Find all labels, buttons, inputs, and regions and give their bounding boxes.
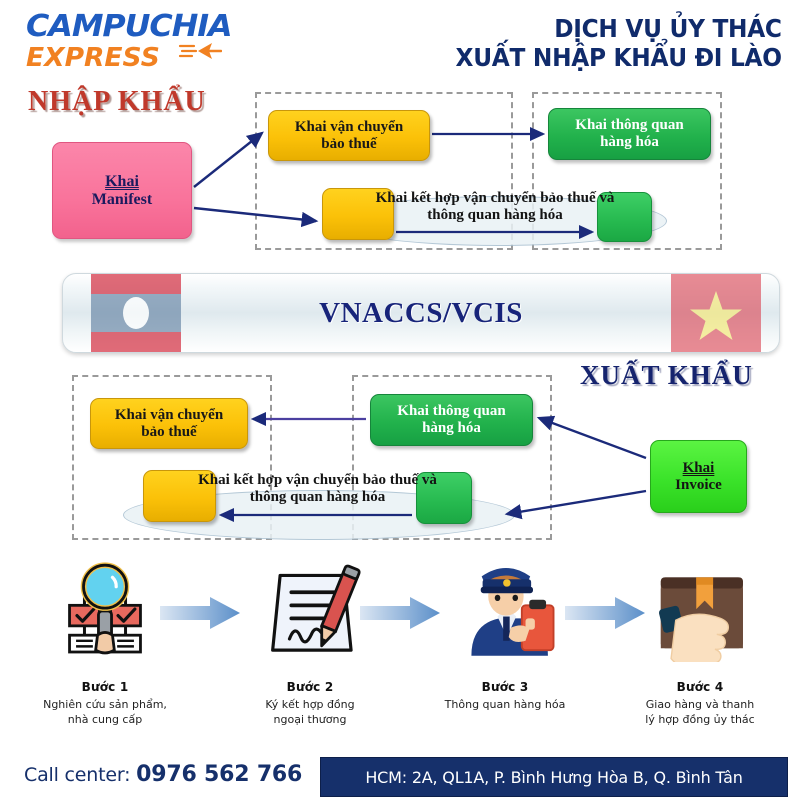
step-3-title: Bước 3 xyxy=(481,680,529,694)
node-export-customs-clearance-line1: Khai thông quan xyxy=(397,403,506,420)
node-import-transit-bonded: Khai vận chuyển bảo thuế xyxy=(268,110,430,161)
step-2: Bước 2 Ký kết hợp đồng ngoại thương xyxy=(215,556,405,728)
node-khai-invoice-line1: Khai xyxy=(682,459,715,476)
contract-signing-icon xyxy=(215,556,405,664)
export-dashed-region-left xyxy=(72,375,272,540)
step-1-desc: Nghiên cứu sản phẩm, nhà cung cấp xyxy=(10,698,200,728)
process-steps: Bước 1 Nghiên cứu sản phẩm, nhà cung cấp xyxy=(0,556,800,746)
node-import-combined xyxy=(322,188,394,240)
office-address: HCM: 2A, QL1A, P. Bình Hưng Hòa B, Q. Bì… xyxy=(320,757,788,797)
step-1-desc-line2: nhà cung cấp xyxy=(67,712,143,726)
node-import-customs-clearance: Khai thông quan hàng hóa xyxy=(548,108,711,160)
import-dashed-region-left xyxy=(255,92,513,250)
step-arrow-3 xyxy=(565,597,645,629)
node-export-customs-clearance: Khai thông quan hàng hóa xyxy=(370,394,533,446)
step-4-desc-line1: Giao hàng và thanh xyxy=(645,698,755,711)
node-import-customs-clearance-line1: Khai thông quan xyxy=(575,117,684,134)
laos-flag-icon xyxy=(91,274,181,352)
airplane-icon xyxy=(178,43,222,59)
node-export-transit-bonded-line2: bảo thuế xyxy=(141,423,197,440)
step-3-desc-line1: Thông quan hàng hóa xyxy=(444,698,566,711)
step-1-desc-line1: Nghiên cứu sản phẩm, xyxy=(43,698,167,711)
node-export-clearance-endpoint xyxy=(416,472,472,524)
node-khai-invoice: Khai Invoice xyxy=(650,440,747,513)
call-center-label: Call center: xyxy=(24,764,137,786)
page-title: DỊCH VỤ ỦY THÁC XUẤT NHẬP KHẨU ĐI LÀO xyxy=(456,14,782,72)
import-section-label: NHẬP KHẨU xyxy=(28,86,206,117)
step-2-title: Bước 2 xyxy=(286,680,334,694)
import-dashed-region-right xyxy=(532,92,722,250)
step-3: Bước 3 Thông quan hàng hóa xyxy=(410,556,600,713)
node-export-combined xyxy=(143,470,216,522)
node-import-transit-bonded-line2: bảo thuế xyxy=(321,135,377,152)
node-khai-invoice-line2: Invoice xyxy=(675,476,722,493)
node-export-transit-bonded: Khai vận chuyển bảo thuế xyxy=(90,398,248,449)
node-export-transit-bonded-line1: Khai vận chuyển xyxy=(114,406,224,423)
step-2-desc-line2: ngoại thương xyxy=(273,712,347,726)
step-1: Bước 1 Nghiên cứu sản phẩm, nhà cung cấp xyxy=(10,556,200,728)
step-4-desc: Giao hàng và thanh lý hợp đồng ủy thác xyxy=(605,698,795,728)
step-2-desc-line1: Ký kết hợp đồng xyxy=(265,698,355,711)
node-khai-manifest: Khai Manifest xyxy=(52,142,192,239)
page-title-line1: DỊCH VỤ ỦY THÁC xyxy=(554,14,782,43)
node-import-transit-bonded-line1: Khai vận chuyển xyxy=(294,118,404,135)
call-center-phone[interactable]: 0976 562 766 xyxy=(136,762,303,787)
vnaccs-vcis-bar: VNACCS/VCIS xyxy=(62,273,780,353)
step-4-title: Bước 4 xyxy=(676,680,724,694)
node-export-customs-clearance-line2: hàng hóa xyxy=(422,420,481,436)
package-delivery-icon xyxy=(605,556,795,664)
step-arrow-2 xyxy=(360,597,440,629)
step-4: Bước 4 Giao hàng và thanh lý hợp đồng ủy… xyxy=(605,556,795,728)
node-khai-manifest-line1: Khai xyxy=(105,172,139,190)
footer-bar: Call center: 0976 562 766 HCM: 2A, QL1A,… xyxy=(0,755,800,800)
export-section-label: XUẤT KHẨU xyxy=(580,360,753,390)
node-import-clearance-endpoint xyxy=(597,192,652,242)
step-3-desc: Thông quan hàng hóa xyxy=(410,698,600,713)
step-arrow-1 xyxy=(160,597,240,629)
brand-name-secondary: EXPRESS xyxy=(26,43,160,73)
step-2-desc: Ký kết hợp đồng ngoại thương xyxy=(215,698,405,728)
page-title-line2: XUẤT NHẬP KHẨU ĐI LÀO xyxy=(455,43,782,72)
step-1-title: Bước 1 xyxy=(81,680,129,694)
node-khai-manifest-line2: Manifest xyxy=(91,190,153,208)
node-import-customs-clearance-line2: hàng hóa xyxy=(600,134,659,150)
vietnam-flag-icon xyxy=(671,274,761,352)
step-4-desc-line2: lý hợp đồng ủy thác xyxy=(645,712,755,726)
export-dashed-region-right xyxy=(352,375,552,540)
call-center[interactable]: Call center: 0976 562 766 xyxy=(24,762,302,787)
vnaccs-vcis-title: VNACCS/VCIS xyxy=(319,296,523,329)
brand-logo: CAMPUCHIA EXPRESS xyxy=(26,12,241,74)
customs-officer-icon xyxy=(410,556,600,664)
magnifier-research-icon xyxy=(10,556,200,664)
brand-name-primary: CAMPUCHIA xyxy=(26,9,233,44)
